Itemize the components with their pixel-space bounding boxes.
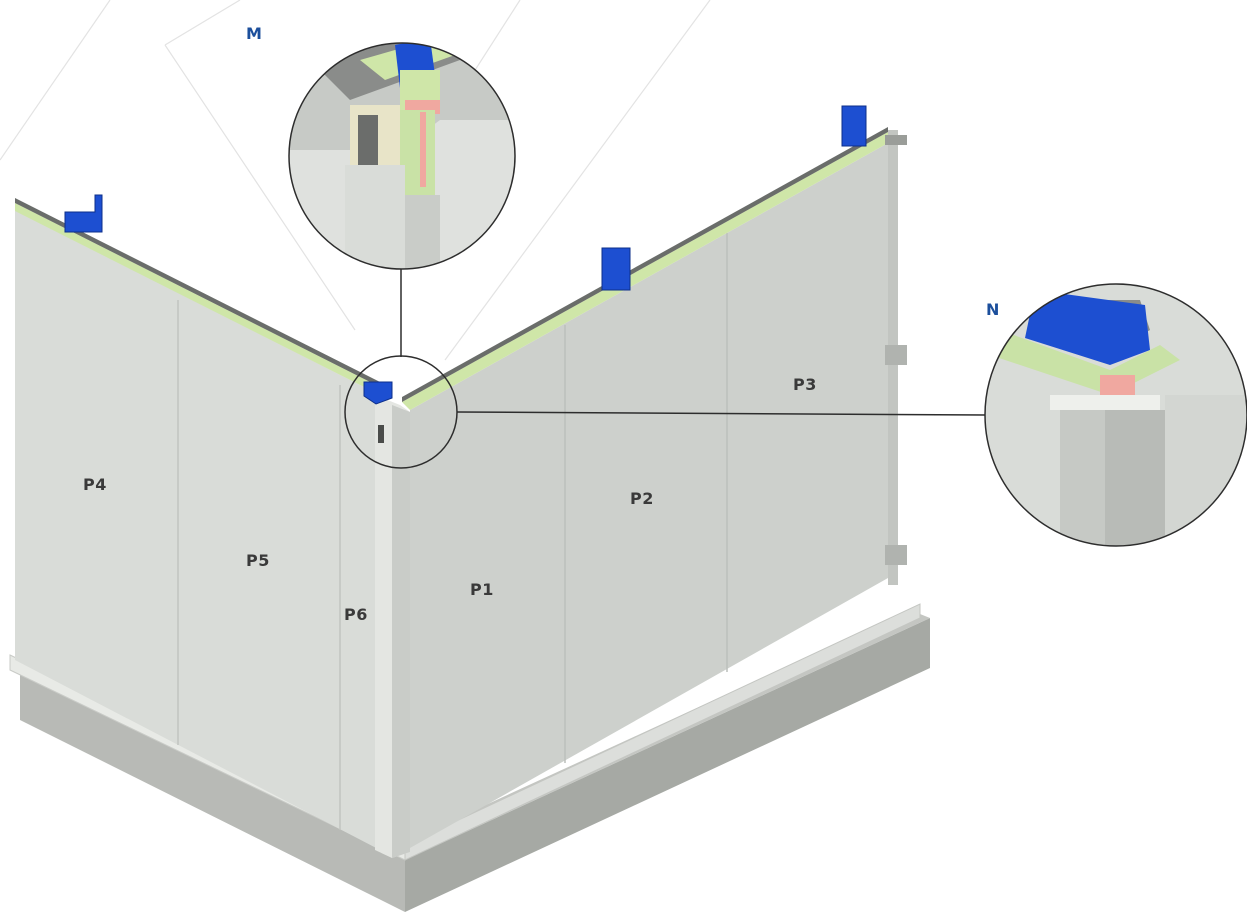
- panel-label-p1: P1: [470, 580, 494, 599]
- callout-m-label: M: [246, 24, 262, 43]
- panel-label-p6: P6: [344, 605, 368, 624]
- panel-label-p4: P4: [83, 475, 107, 494]
- panel-label-p5: P5: [246, 551, 270, 570]
- detail-n-view: [985, 284, 1247, 546]
- corner-profile: [375, 395, 410, 858]
- panel-label-p3: P3: [793, 375, 817, 394]
- panel-label-p2: P2: [630, 489, 654, 508]
- detail-m-frame: [288, 42, 516, 270]
- leader-lines: [400, 269, 987, 416]
- detail-n-frame: [984, 283, 1247, 547]
- left-wall: [15, 198, 382, 850]
- callout-n-label: N: [986, 300, 1000, 319]
- detail-m-view: [289, 43, 515, 269]
- right-wall: [402, 127, 907, 848]
- steel-brackets: [64, 105, 867, 405]
